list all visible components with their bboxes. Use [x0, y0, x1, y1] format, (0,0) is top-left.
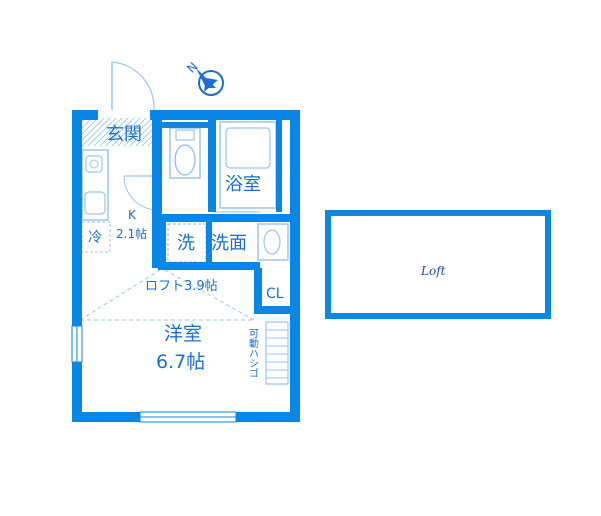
entrance-door	[111, 61, 155, 111]
genkan-floor	[80, 118, 156, 146]
windows	[71, 325, 237, 423]
toilet-icon	[169, 127, 201, 179]
compass-icon	[196, 68, 224, 96]
closet-label: CL	[266, 286, 284, 302]
loft-label: Loft	[420, 264, 446, 278]
western-room-label: 洋室	[164, 323, 202, 345]
genkan-label: 玄関	[106, 124, 142, 145]
kitchen-counter	[81, 149, 109, 221]
kitchen-size-label: 2.1帖	[116, 226, 147, 241]
ladder-icon	[265, 321, 289, 385]
fridge-label: 冷	[88, 230, 102, 246]
bath-label: 浴室	[225, 174, 261, 195]
ladder-label: 可動ハシゴ	[247, 328, 259, 378]
loft-plan	[325, 210, 551, 319]
washer-label: 洗	[177, 233, 195, 254]
washroom-label: 洗面	[211, 233, 247, 254]
kitchen-label: K	[128, 208, 137, 222]
compass-north-label: N	[184, 60, 200, 76]
sink-icon	[257, 223, 289, 261]
western-room-size-label: 6.7帖	[156, 351, 205, 373]
bathtub-icon	[219, 121, 277, 209]
loft-boundary	[79, 269, 255, 321]
loft-area-label: ロフト3.9帖	[145, 279, 218, 294]
